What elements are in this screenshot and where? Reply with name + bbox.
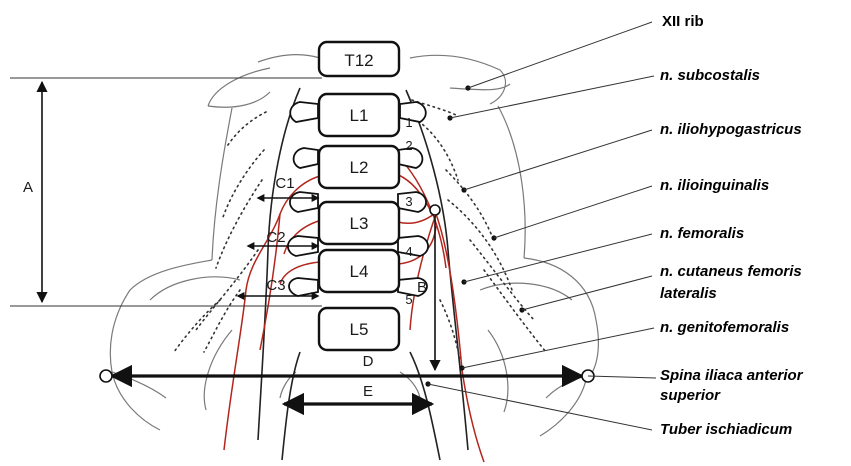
vertebra-t12 xyxy=(317,40,401,78)
vertebra-l3 xyxy=(317,200,401,246)
label-cutaneus-line2: lateralis xyxy=(660,285,717,302)
vertebra-label-l5: L5 xyxy=(350,320,369,339)
dimension-label-d: D xyxy=(363,353,374,370)
label-iliohypogastricus: n. iliohypogastricus xyxy=(660,121,802,138)
label-spina-line1: Spina iliaca anterior xyxy=(660,367,804,384)
label-xii-rib: XII rib xyxy=(662,13,704,30)
vertebra-l5 xyxy=(317,306,401,352)
vertebra-label-l4: L4 xyxy=(350,262,369,281)
dimension-b: B xyxy=(417,204,441,372)
label-tuber-ischiadicum: Tuber ischiadicum xyxy=(660,421,792,438)
vertebra-label-l3: L3 xyxy=(350,214,369,233)
vertebral-column: T12 L1 L2 L3 L4 L5 1 2 3 4 5 xyxy=(287,40,429,352)
vertebra-label-l1: L1 xyxy=(350,106,369,125)
dimension-e: E xyxy=(281,383,435,416)
vertebra-l1 xyxy=(317,92,401,138)
dimension-label-c3: C3 xyxy=(266,277,285,294)
vertebra-label-l2: L2 xyxy=(350,158,369,177)
dimension-d: D xyxy=(99,353,595,388)
dimension-label-c1: C1 xyxy=(275,175,294,192)
root-number-1: 1 xyxy=(405,115,412,130)
vertebra-l4 xyxy=(317,248,401,294)
root-number-5: 5 xyxy=(405,292,412,307)
dimension-label-b: B xyxy=(417,279,427,296)
label-subcostalis: n. subcostalis xyxy=(660,67,760,84)
label-spina-line2: superior xyxy=(660,387,721,404)
label-genitofemoralis: n. genitofemoralis xyxy=(660,319,789,336)
vertebra-label-t12: T12 xyxy=(344,51,373,70)
root-number-3: 3 xyxy=(405,194,412,209)
leader-dots xyxy=(425,85,525,387)
label-ilioinguinalis: n. ilioinguinalis xyxy=(660,177,769,194)
anatomy-labels: XII rib n. subcostalis n. iliohypogastri… xyxy=(660,13,804,438)
root-number-2: 2 xyxy=(405,138,412,153)
dimension-c: C1 C2 C3 xyxy=(236,175,320,300)
label-cutaneus-line1: n. cutaneus femoris xyxy=(660,263,802,280)
dimension-a: A xyxy=(10,77,322,307)
root-number-4: 4 xyxy=(405,244,412,259)
dimension-label-e: E xyxy=(363,383,373,400)
dimension-label-a: A xyxy=(23,179,33,196)
vertebra-l2 xyxy=(317,144,401,190)
leader-lines xyxy=(427,21,657,431)
dimension-label-c2: C2 xyxy=(266,229,285,246)
label-femoralis: n. femoralis xyxy=(660,225,744,242)
